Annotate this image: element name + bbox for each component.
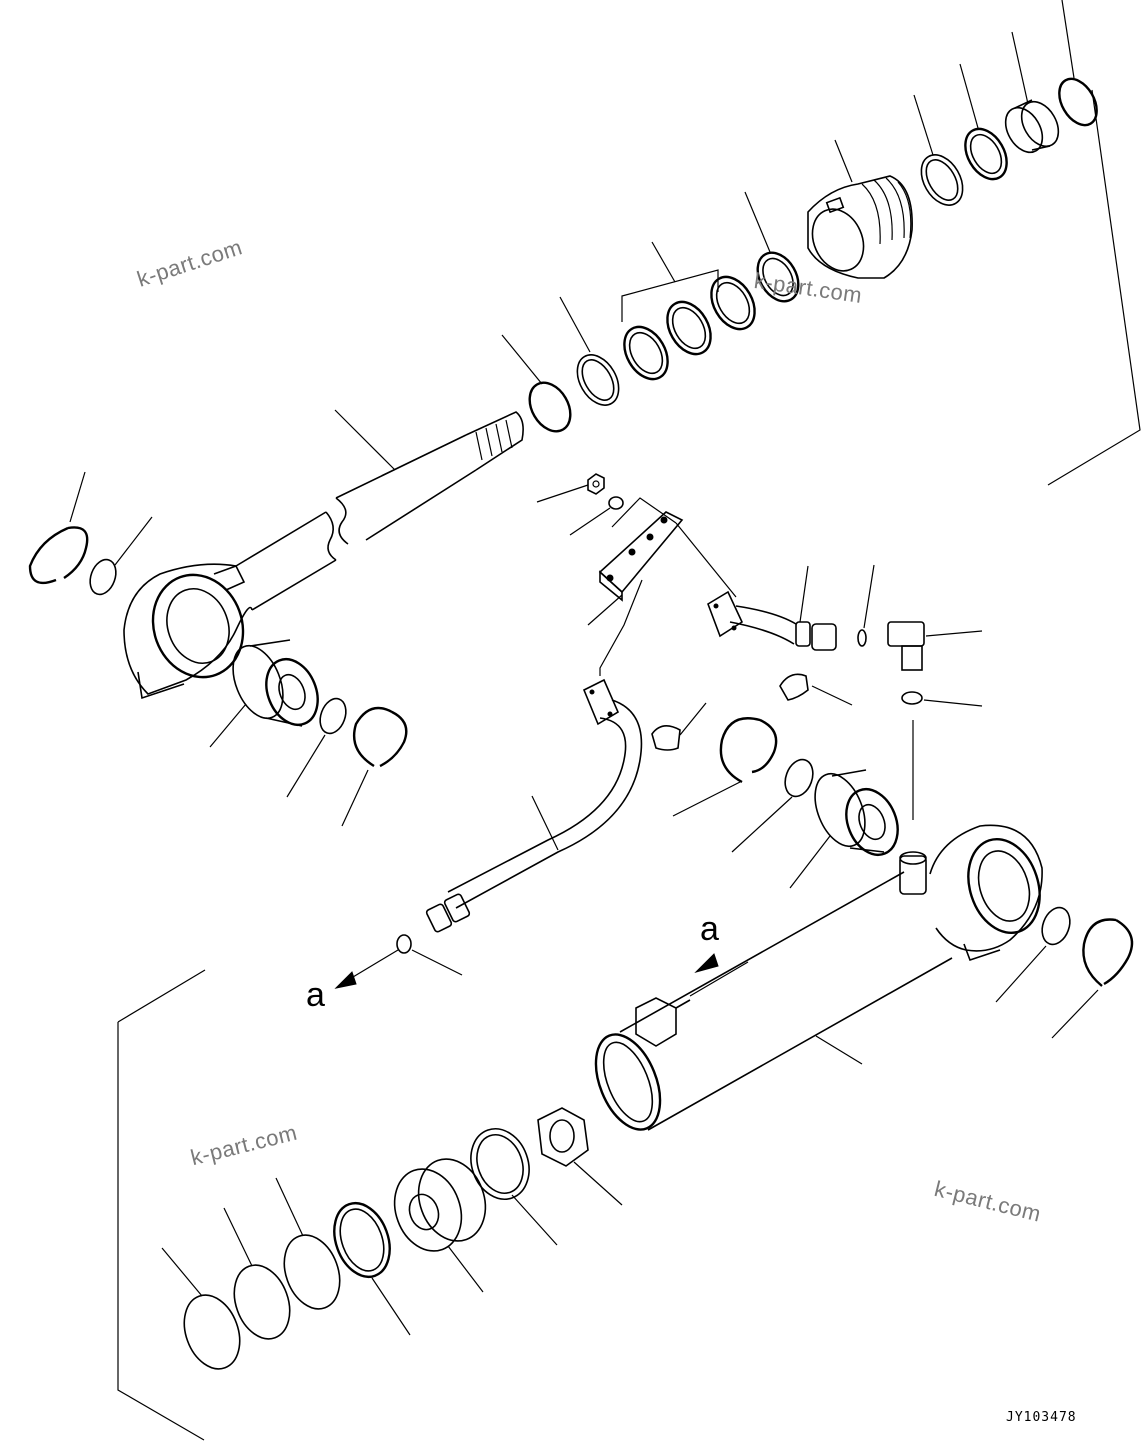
rod-eye-parts bbox=[28, 471, 408, 827]
frame-lines bbox=[117, 89, 1141, 1441]
cylinder-eye-parts bbox=[995, 906, 1134, 1039]
connection-label-a: a bbox=[700, 910, 719, 948]
bottom-pin-parts bbox=[672, 717, 899, 889]
connection-label-a: a bbox=[306, 976, 325, 1014]
drawing-code: JY103478 bbox=[1006, 1410, 1077, 1425]
rod-seal-stack bbox=[501, 0, 1098, 433]
cylinder-tube bbox=[594, 720, 1043, 1131]
piston-parts bbox=[161, 1107, 623, 1370]
piston-rod bbox=[123, 409, 524, 700]
piping-group bbox=[334, 473, 983, 989]
